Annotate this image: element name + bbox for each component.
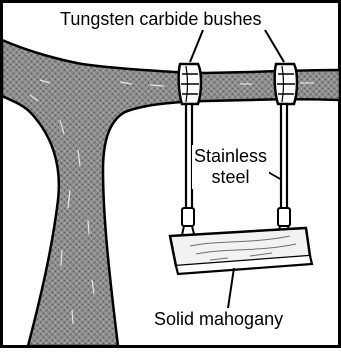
stainless-steel-label: Stainless steel [192,145,269,189]
right-bush [275,64,297,104]
stainless-label-line-1: Stainless [194,146,267,167]
seat-label: Solid mahogany [152,309,285,330]
bushes-label: Tungsten carbide bushes [58,9,263,30]
stainless-label-line-2: steel [194,167,267,188]
left-bush [179,64,201,104]
